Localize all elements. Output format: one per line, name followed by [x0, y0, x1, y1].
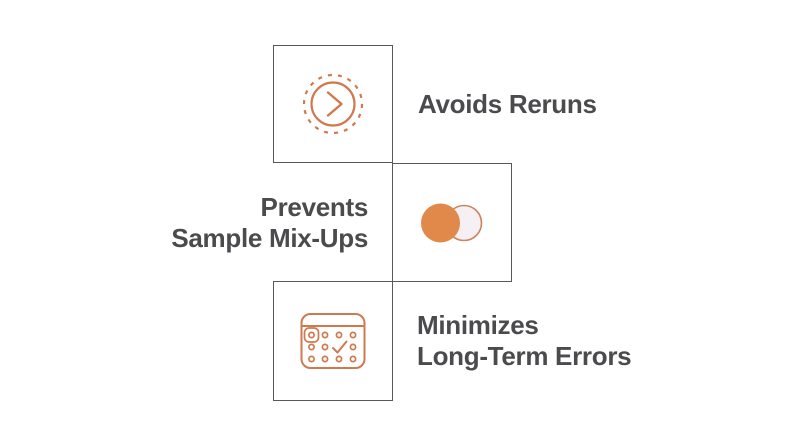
step-box-prevents-sample-mix-ups — [392, 163, 512, 282]
calendar-check-icon — [300, 313, 366, 369]
label-avoids-reruns: Avoids Reruns — [418, 45, 597, 163]
label-line: Avoids Reruns — [418, 88, 597, 119]
label-line: Minimizes — [417, 310, 539, 340]
step-box-avoids-reruns — [273, 45, 393, 163]
label-prevents-sample-mix-ups: Prevents Sample Mix-Ups — [171, 163, 368, 282]
step-box-minimizes-long-term-errors — [273, 281, 393, 401]
label-line: Sample Mix-Ups — [171, 222, 368, 253]
label-line: Long-Term Errors — [417, 341, 632, 371]
label-line: Prevents — [260, 191, 369, 222]
chevron-circle-dashed-icon — [302, 73, 364, 135]
label-minimizes-long-term-errors: Minimizes Long-Term Errors — [417, 281, 632, 401]
overlapping-circles-icon — [421, 203, 483, 242]
